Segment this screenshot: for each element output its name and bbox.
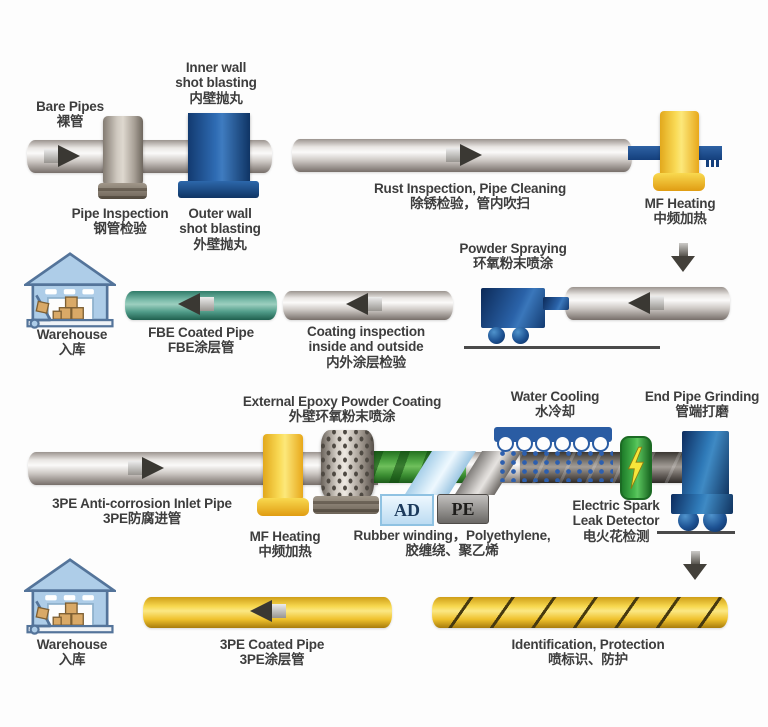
flow-arrow-right-icon <box>44 145 80 167</box>
flow-arrow-right-icon <box>446 144 482 166</box>
powder-spraying-cart <box>481 288 545 328</box>
ground-line <box>657 531 735 534</box>
arrow-head <box>142 457 164 479</box>
bar-tick <box>706 159 709 167</box>
cart-wheel <box>512 327 529 344</box>
label-rubber-winding: Rubber winding，Polyethylene,胶缠绕、聚乙烯 <box>353 528 551 559</box>
arrow-head <box>628 292 650 314</box>
arrow-tail <box>368 297 382 311</box>
arrow-head <box>58 145 80 167</box>
flow-arrow-left-icon <box>178 293 214 315</box>
flow-arrow-left-icon <box>628 292 664 314</box>
warehouse-base <box>26 318 114 328</box>
bar-tick <box>716 159 719 167</box>
bar-tick <box>711 159 714 167</box>
ground-line <box>464 346 660 349</box>
arrow-stem <box>690 551 700 564</box>
arrow-tail <box>446 148 460 162</box>
ad-tag: AD <box>380 494 434 526</box>
arrow-tail <box>650 296 664 310</box>
pe-tag: PE <box>437 494 489 524</box>
epoxy-roller-foot <box>313 496 379 514</box>
mf-heater-2 <box>263 434 303 501</box>
arrow-stem <box>678 243 688 256</box>
flow-arrow-left-icon <box>346 293 382 315</box>
water-drips <box>497 449 613 482</box>
shot-blasting-machine <box>188 113 250 184</box>
arrow-tail <box>272 604 286 618</box>
shot-blasting-machine-foot <box>178 181 259 198</box>
warehouse-roof <box>24 252 116 287</box>
down-arrow-icon <box>671 243 695 272</box>
identification-pipe <box>432 597 728 628</box>
flow-arrow-left-icon <box>250 600 286 622</box>
arrow-head <box>346 293 368 315</box>
arrow-head <box>178 293 200 315</box>
epoxy-powder-roller <box>321 430 374 499</box>
arrow-head <box>250 600 272 622</box>
mf-heater-1 <box>660 111 699 177</box>
spark-detector-ring <box>620 436 652 500</box>
pipe-inspection-clamp-foot <box>98 183 147 199</box>
arrow-head <box>671 256 695 272</box>
warehouse-icon <box>24 252 116 329</box>
inlet-3pe-pipe <box>28 452 378 485</box>
grinder-wheel <box>678 510 699 531</box>
end-grinding-machine <box>682 431 729 498</box>
pipe-inspection-clamp <box>103 116 143 186</box>
mf-heater-2-foot <box>257 498 309 516</box>
pe-tag-text: PE <box>451 498 475 519</box>
arrow-tail <box>44 149 58 163</box>
arrow-tail <box>200 297 214 311</box>
arrow-head <box>460 144 482 166</box>
down-arrow-icon <box>683 551 707 580</box>
flow-arrow-right-icon <box>128 457 164 479</box>
arrow-head <box>683 564 707 580</box>
lightning-bolt-icon <box>627 446 645 490</box>
ad-tag-text: AD <box>394 499 420 520</box>
warehouse-icon <box>24 558 116 635</box>
end-grinding-machine-base <box>671 494 733 514</box>
arrow-tail <box>128 461 142 475</box>
spray-nozzle <box>543 297 569 310</box>
mf-heater-1-foot <box>653 173 705 191</box>
cart-wheel <box>488 327 505 344</box>
